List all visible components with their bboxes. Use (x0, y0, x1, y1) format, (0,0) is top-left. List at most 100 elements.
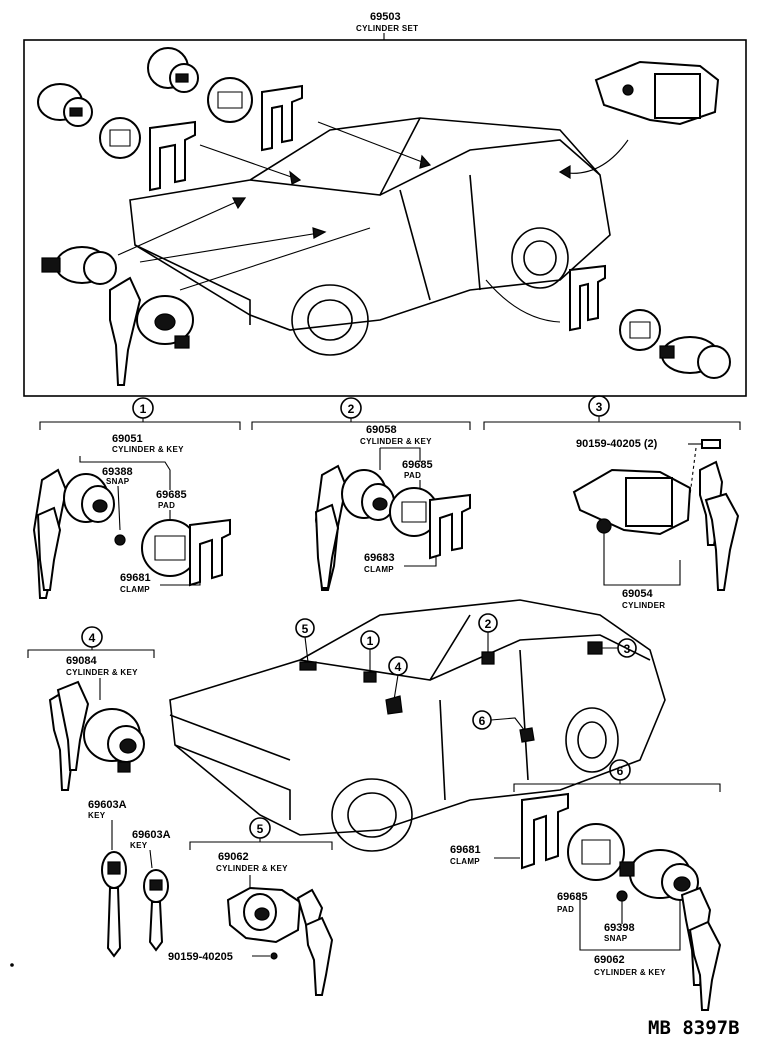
g3-screw (688, 439, 721, 496)
g4-cylinder-name: CYLINDER & KEY (66, 668, 138, 677)
header-part-name: CYLINDER SET (356, 24, 418, 33)
key1-illustration (101, 820, 127, 958)
top-cylinder-b (147, 47, 199, 93)
g6-snap-name: SNAP (604, 934, 628, 943)
g6-leaders (494, 857, 681, 951)
top-clamp-b (261, 84, 303, 152)
svg-text:2: 2 (348, 402, 355, 416)
g2-cylinder-name: CYLINDER & KEY (360, 437, 432, 446)
top-tailgate-cylinder (594, 60, 720, 126)
top-ignition-cylinder (41, 246, 117, 285)
g1-pad-number: 69685 (156, 489, 187, 501)
key2-illustration (143, 849, 169, 952)
car-callout-6: 6 (472, 710, 535, 743)
car-callout-2: 2 (478, 613, 498, 665)
g3-cylinder-name: CYLINDER (622, 601, 665, 610)
top-rear-cylinder (659, 336, 731, 379)
g6-cylinder-and-keys (619, 849, 722, 1011)
g1-clamp-name: CLAMP (120, 585, 150, 594)
header-part-number: 69503 (370, 11, 401, 23)
g6-snap (616, 890, 628, 902)
g3-keys (699, 460, 740, 591)
g1-snap (114, 534, 126, 546)
group-1-header: 1 (39, 397, 241, 430)
group-3-header: 3 (483, 395, 741, 430)
g1-pad-name: PAD (158, 501, 175, 510)
g6-pad-name: PAD (557, 905, 574, 914)
g3-screw-number: 90159-40205 (2) (576, 438, 658, 450)
g2-leaders (379, 447, 437, 567)
g6-pad (567, 823, 625, 881)
g6-clamp (521, 792, 569, 870)
g3-cylinder-number: 69054 (622, 588, 653, 600)
g2-cylinder-and-keys (314, 464, 395, 591)
group-2-header: 2 (251, 397, 471, 430)
key2-name: KEY (130, 841, 148, 850)
g2-cylinder-number: 69058 (366, 424, 397, 436)
g1-clamp-number: 69681 (120, 572, 151, 584)
svg-text:6: 6 (479, 714, 486, 728)
g3-tailgate-cylinder (572, 468, 692, 536)
top-pad-a (99, 117, 141, 159)
key1-name: KEY (88, 811, 106, 820)
car-callout-4: 4 (385, 656, 408, 715)
g6-cylinder-name: CYLINDER & KEY (594, 968, 666, 977)
top-clamp-a (149, 120, 196, 192)
svg-text:3: 3 (624, 642, 631, 656)
group-6-header: 6 (513, 759, 721, 792)
top-car-illustration (129, 117, 611, 356)
g6-cylinder-number: 69062 (594, 954, 625, 966)
key1-number: 69603A (88, 799, 127, 811)
car-callout-3: 3 (587, 638, 637, 658)
svg-text:5: 5 (302, 622, 309, 636)
g4-ignition-cylinder-and-keys (48, 680, 145, 791)
drawing-code-stamp: MB 8397B (648, 1017, 740, 1039)
g2-clamp-number: 69683 (364, 552, 395, 564)
g5-screw-number: 90159-40205 (168, 951, 233, 963)
cylinder-set-frame (23, 39, 747, 397)
g6-clamp-number: 69681 (450, 844, 481, 856)
top-arrows (117, 121, 629, 323)
svg-text:3: 3 (596, 400, 603, 414)
g5-cylinder-name: CYLINDER & KEY (216, 864, 288, 873)
g1-cylinder-number: 69051 (112, 433, 143, 445)
g2-pad (389, 487, 439, 537)
stray-mark (10, 963, 14, 967)
svg-text:6: 6 (617, 764, 624, 778)
g1-clamp (189, 518, 231, 587)
svg-text:2: 2 (485, 617, 492, 631)
car-callout-5: 5 (295, 618, 317, 671)
svg-text:1: 1 (367, 634, 374, 648)
g1-cylinder-and-keys (32, 468, 115, 599)
svg-text:1: 1 (140, 402, 147, 416)
g6-snap-number: 69398 (604, 922, 635, 934)
g1-snap-name: SNAP (106, 477, 130, 486)
g6-pad-number: 69685 (557, 891, 588, 903)
g3-leaders (603, 530, 681, 586)
top-cylinder-a (37, 83, 93, 127)
svg-text:5: 5 (257, 822, 264, 836)
g4-cylinder-number: 69084 (66, 655, 97, 667)
g1-cylinder-name: CYLINDER & KEY (112, 445, 184, 454)
svg-text:4: 4 (395, 660, 402, 674)
top-pad-c (619, 309, 661, 351)
car-callout-1: 1 (360, 630, 380, 683)
g2-clamp (429, 493, 471, 560)
g1-pad (141, 519, 199, 577)
g2-pad-name: PAD (404, 471, 421, 480)
g2-pad-number: 69685 (402, 459, 433, 471)
g6-clamp-name: CLAMP (450, 857, 480, 866)
g2-clamp-name: CLAMP (364, 565, 394, 574)
key2-number: 69603A (132, 829, 171, 841)
g5-screw (270, 952, 278, 960)
g1-snap-number: 69388 (102, 466, 133, 478)
middle-car-illustration (169, 599, 666, 852)
group-5-header: 5 (189, 817, 333, 850)
top-clamp-c (569, 264, 606, 332)
top-pad-b (207, 77, 253, 123)
svg-text:4: 4 (89, 631, 96, 645)
top-cylinder-keys (109, 276, 194, 386)
group-4-header: 4 (27, 626, 155, 658)
g5-cylinder-number: 69062 (218, 851, 249, 863)
